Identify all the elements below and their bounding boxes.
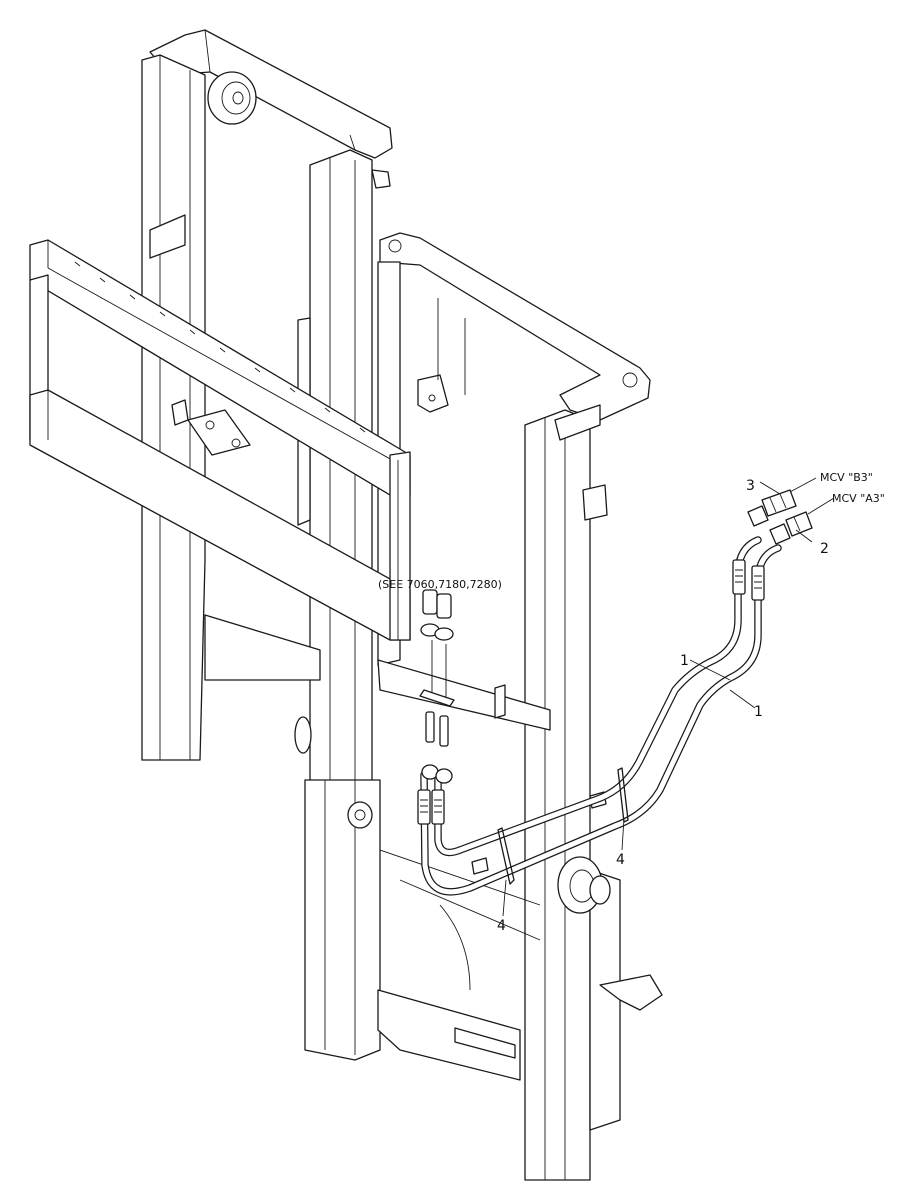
callout-4b: 4 [616, 852, 625, 868]
connector-2 [769, 511, 813, 545]
callout-1b: 1 [754, 704, 763, 720]
fork-carriage [29, 239, 411, 641]
callout-1a: 1 [680, 653, 689, 669]
hose-crimp-sleeves [417, 559, 765, 825]
upper-fittings [419, 589, 455, 747]
port-label-a3: MCV "A3" [832, 492, 885, 505]
callout-3: 3 [746, 478, 755, 494]
callout-2: 2 [820, 541, 829, 557]
reference-note: (SEE 7060,7180,7280) [378, 578, 502, 591]
callout-4a: 4 [497, 918, 506, 934]
hose-clamps [497, 767, 629, 885]
port-label-b3: MCV "B3" [820, 471, 873, 484]
leader-lines [502, 477, 835, 917]
inner-mast [204, 232, 663, 1181]
connector-3 [747, 489, 797, 527]
